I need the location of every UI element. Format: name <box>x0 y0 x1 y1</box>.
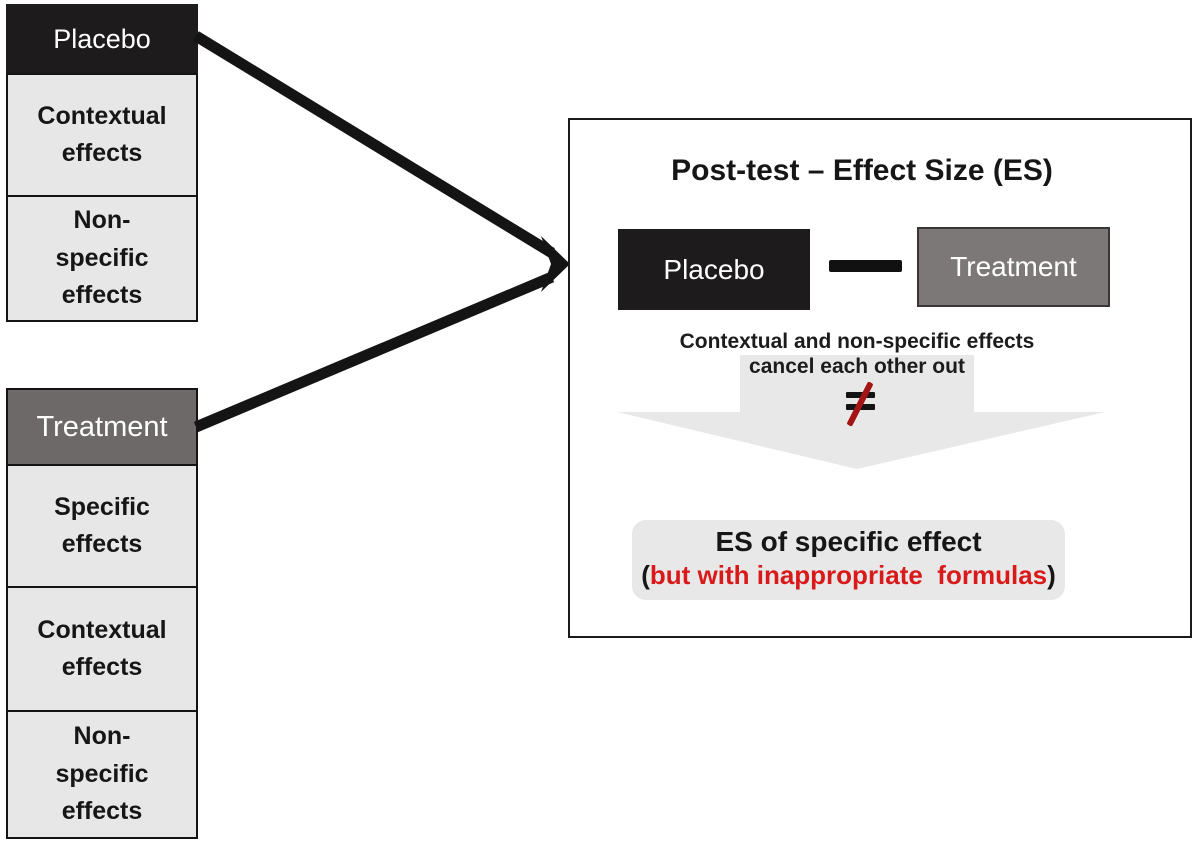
down-arrow-shape <box>617 355 1105 469</box>
result-title: ES of specific effect <box>715 526 982 557</box>
treatment-stack: Treatment Specific effects Contextual ef… <box>6 388 198 839</box>
post-test-panel: Post-test – Effect Size (ES) Placebo Tre… <box>568 118 1192 638</box>
not-equal-icon: ≠ <box>846 381 875 427</box>
minus-connector-icon <box>829 260 902 272</box>
panel-treatment-label: Treatment <box>950 251 1077 282</box>
treatment-nonspecific-effects-cell: Non- specific effects <box>6 710 198 839</box>
panel-treatment-box: Treatment <box>917 227 1110 307</box>
placebo-header-box: Placebo <box>6 4 198 75</box>
treatment-header-box: Treatment <box>6 388 198 466</box>
placebo-stack: Placebo Contextual effects Non- specific… <box>6 4 198 322</box>
placebo-nonspecific-effects-cell: Non- specific effects <box>6 195 198 322</box>
treatment-header-label: Treatment <box>36 410 168 443</box>
treatment-arrow-line <box>193 271 555 433</box>
cancel-caption: Contextual and non-specific effects canc… <box>679 330 1035 378</box>
treatment-specific-effects-cell: Specific effects <box>6 464 198 588</box>
result-note-line: (but with inappropriate formulas) <box>632 559 1065 591</box>
placebo-contextual-effects-cell: Contextual effects <box>6 73 198 197</box>
result-paren-close: ) <box>1047 560 1056 590</box>
down-arrow-icon <box>617 355 1105 469</box>
placebo-arrow-line <box>193 31 555 258</box>
result-note-red-text: but with inappropriate formulas <box>649 560 1048 590</box>
placebo-header-label: Placebo <box>53 24 151 54</box>
treatment-contextual-effects-cell: Contextual effects <box>6 586 198 712</box>
panel-placebo-box: Placebo <box>618 229 810 310</box>
result-paren-open: ( <box>641 560 650 590</box>
panel-placebo-label: Placebo <box>663 253 765 285</box>
result-box: ES of specific effect (but with inapprop… <box>632 520 1065 600</box>
panel-title: Post-test – Effect Size (ES) <box>671 154 1053 187</box>
arrowhead-icon <box>541 236 570 292</box>
